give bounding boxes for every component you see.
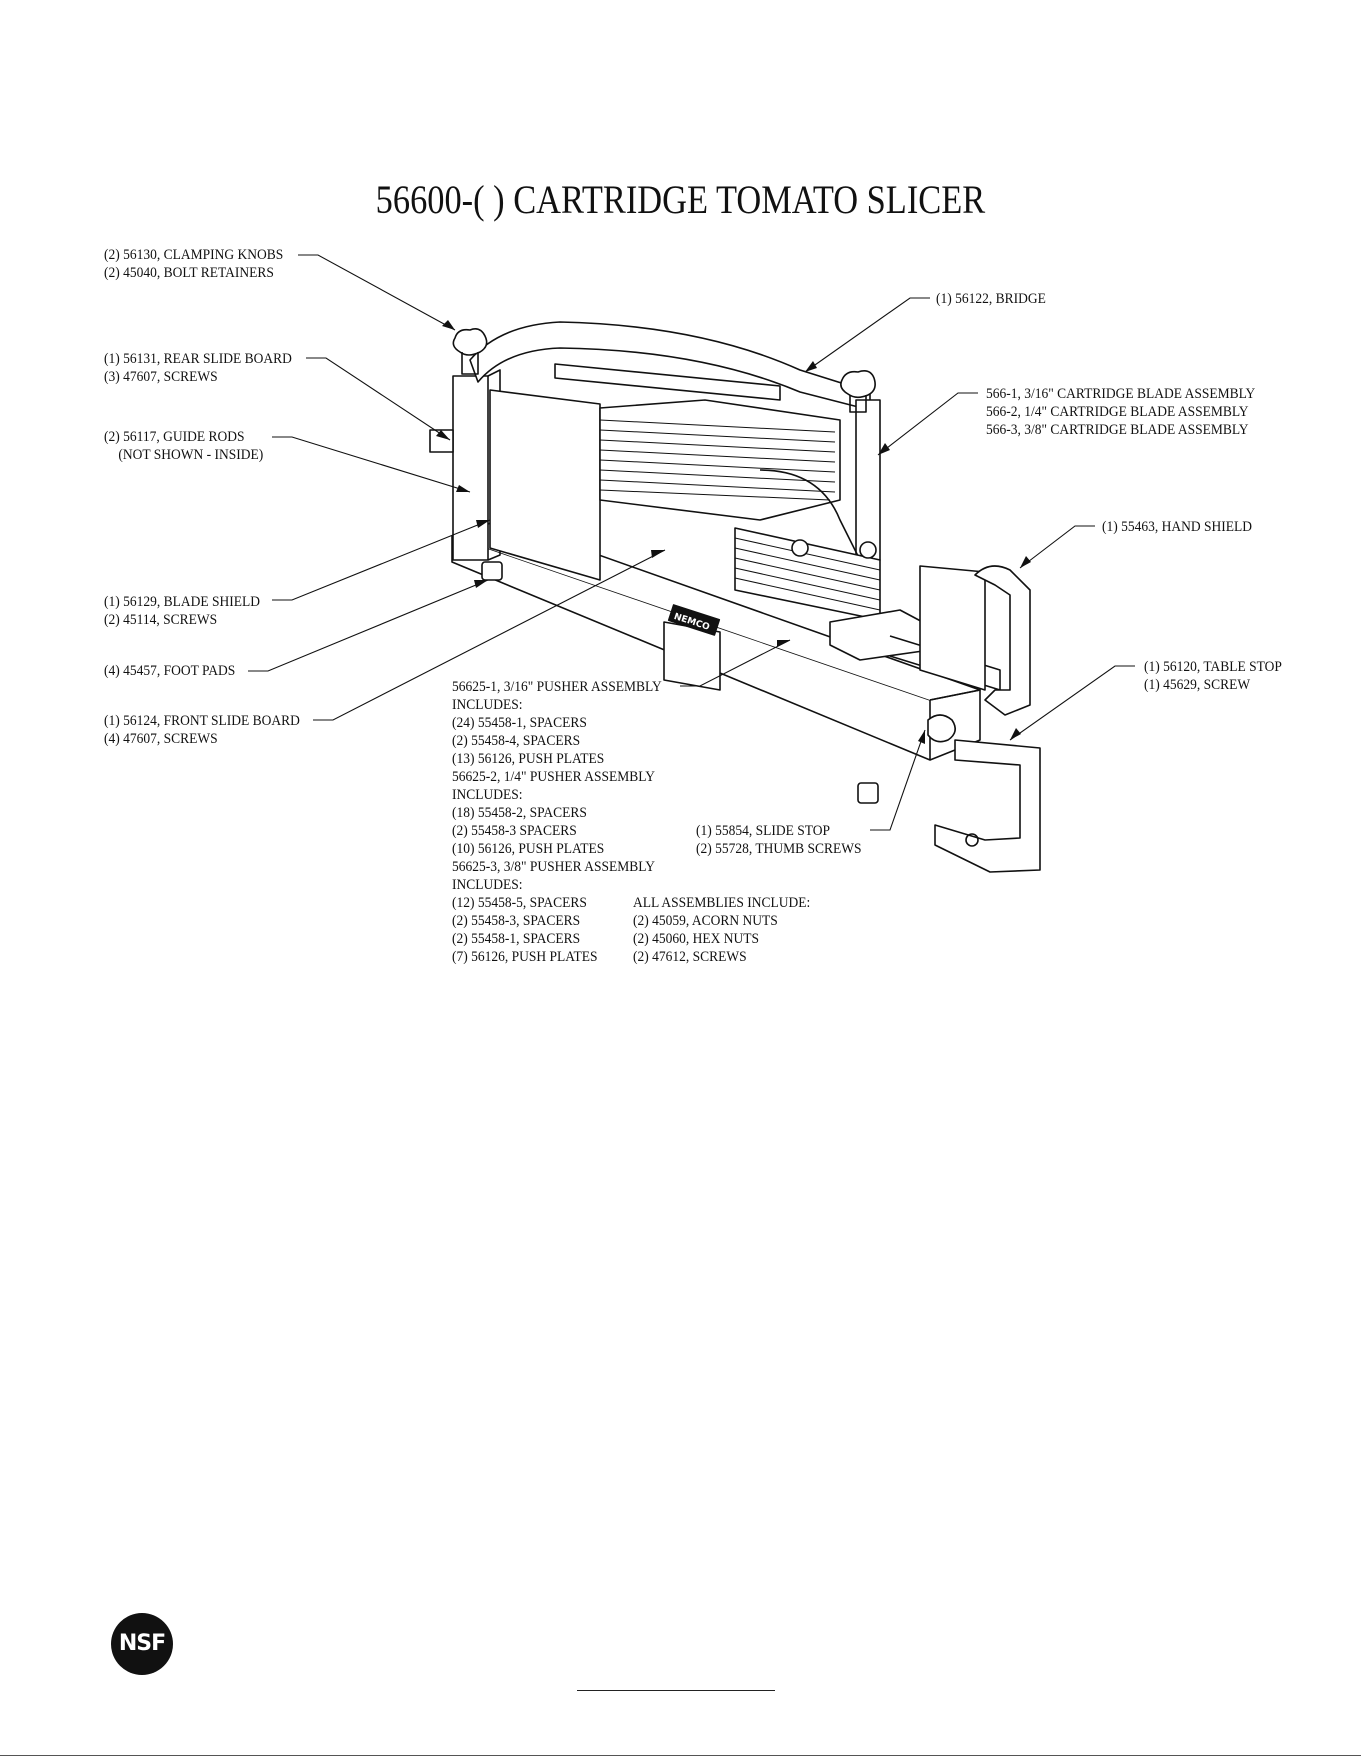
slide-stop xyxy=(927,714,956,743)
callout-blade-assembly: 566-1, 3/16" CARTRIDGE BLADE ASSEMBLY 56… xyxy=(986,386,1256,438)
foot-pad-right xyxy=(857,782,879,804)
callout-guide-rods: (2) 56117, GUIDE RODS (NOT SHOWN - INSID… xyxy=(104,429,264,463)
front-slide-board xyxy=(489,389,601,581)
acorn-nut-left xyxy=(791,539,809,557)
callout-rear-slide-board: (1) 56131, REAR SLIDE BOARD (3) 47607, S… xyxy=(104,351,292,385)
hand-shield-handle xyxy=(974,565,1031,716)
page-bottom-rule xyxy=(0,1755,1361,1756)
leader-bridge xyxy=(804,297,930,373)
callout-blade-shield: (1) 56129, BLADE SHIELD (2) 45114, SCREW… xyxy=(104,594,260,628)
leader-hand-shield xyxy=(1019,525,1095,569)
page-title: 56600-( ) CARTRIDGE TOMATO SLICER xyxy=(375,177,986,222)
clamping-knob-left xyxy=(452,328,488,356)
pusher-handle xyxy=(829,609,931,661)
acorn-nut-right xyxy=(859,541,877,559)
leader-guide-rods xyxy=(272,436,471,493)
callout-bridge: (1) 56122, BRIDGE xyxy=(936,291,1046,307)
leader-foot-pads xyxy=(248,579,489,672)
callout-hand-shield: (1) 55463, HAND SHIELD xyxy=(1102,519,1252,535)
leader-clamping-knobs xyxy=(298,254,456,331)
callout-all-assemblies: ALL ASSEMBLIES INCLUDE: (2) 45059, ACORN… xyxy=(633,895,811,965)
leader-rear-slide-board xyxy=(306,357,451,441)
leader-blade-assembly xyxy=(877,392,978,456)
clamping-knob-right xyxy=(840,370,876,399)
blade-cartridge xyxy=(599,399,841,521)
callout-table-stop: (1) 56120, TABLE STOP (1) 45629, SCREW xyxy=(1144,659,1282,693)
foot-pad-left xyxy=(481,561,503,581)
callout-pusher-assembly: 56625-1, 3/16" PUSHER ASSEMBLY INCLUDES:… xyxy=(452,679,662,965)
table-stop xyxy=(934,739,1041,873)
leader-slide-stop xyxy=(870,729,926,831)
leader-table-stop xyxy=(1009,665,1135,741)
leader-front-slide-board xyxy=(313,549,666,721)
leader-pusher-assembly xyxy=(680,639,791,687)
callout-clamping-knobs: (2) 56130, CLAMPING KNOBS (2) 45040, BOL… xyxy=(104,247,284,281)
nsf-logo: NSF xyxy=(111,1613,173,1675)
leader-blade-shield xyxy=(272,519,491,601)
callout-front-slide-board: (1) 56124, FRONT SLIDE BOARD (4) 47607, … xyxy=(104,713,300,747)
right-upright xyxy=(855,399,881,561)
callout-slide-stop: (1) 55854, SLIDE STOP (2) 55728, THUMB S… xyxy=(696,823,862,857)
signature-line xyxy=(577,1690,775,1691)
callout-foot-pads: (4) 45457, FOOT PADS xyxy=(104,663,236,679)
hand-shield xyxy=(919,565,986,691)
